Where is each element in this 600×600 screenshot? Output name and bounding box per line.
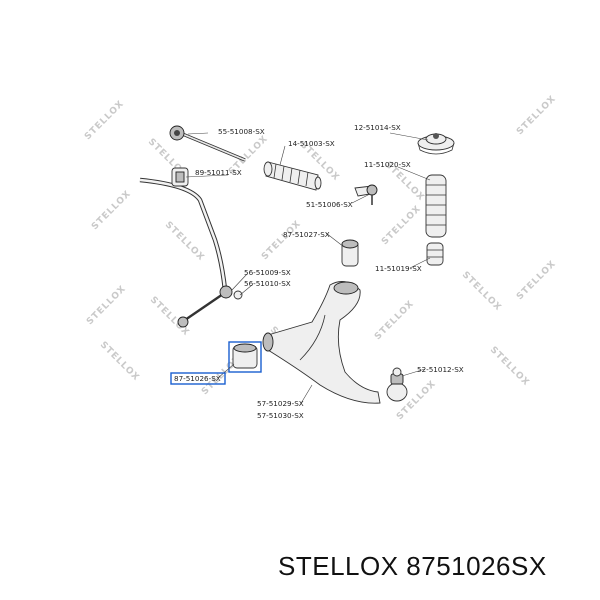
control-arm-part [262, 281, 381, 404]
label-52-51012: 52-51012-SX [417, 365, 464, 374]
watermark-text: STELLOX [373, 299, 416, 342]
label-14-51003: 14-51003-SX [288, 139, 335, 148]
label-12-51014: 12-51014-SX [354, 123, 401, 132]
watermark-text: STELLOX [163, 220, 206, 263]
label-55-51008: 55-51008-SX [218, 127, 265, 136]
strut-mount-part [417, 133, 455, 155]
part-number: 8751026SX [406, 551, 547, 581]
watermark-text: STELLOX [515, 94, 558, 137]
watermark-text: STELLOX [380, 204, 423, 247]
ball-joint-part [386, 367, 408, 402]
bump-stop-part [426, 242, 444, 266]
label-11-51020: 11-51020-SX [364, 160, 411, 169]
strut-boot-part [425, 174, 447, 238]
watermark-text: STELLOX [488, 345, 531, 388]
tie-rod-part [169, 125, 246, 162]
arm-bushing-rear-part [341, 239, 359, 267]
label-51-51006: 51-51006-SX [306, 200, 353, 209]
label-87-51026: 87-51026-SX [174, 374, 221, 383]
product-caption: STELLOX 8751026SX [278, 551, 547, 582]
label-89-51011: 89-51011-SX [195, 168, 242, 177]
label-87-51027: 87-51027-SX [283, 230, 330, 239]
highlight-label-frame [170, 372, 226, 385]
leader-lines [185, 132, 431, 406]
label-11-51019: 11-51019-SX [375, 264, 422, 273]
label-56-51010: 56-51010-SX [244, 279, 291, 288]
steering-boot-part [263, 161, 322, 191]
watermark-text: STELLOX [260, 219, 303, 262]
highlighted-bushing-part [228, 341, 262, 373]
watermark-text: STELLOX [148, 295, 191, 338]
watermark-text: STELLOX [90, 189, 133, 232]
stabilizer-link-part [177, 285, 243, 328]
label-56-51009: 56-51009-SX [244, 268, 291, 277]
label-57-51029: 57-51029-SX [257, 399, 304, 408]
watermark-text: STELLOX [83, 99, 126, 142]
stabilizer-bar-part [139, 167, 228, 291]
label-57-51030: 57-51030-SX [257, 411, 304, 420]
brand-name: STELLOX [278, 551, 399, 581]
watermark-text: STELLOX [515, 259, 558, 302]
part-labels: 55-51008-SX 14-51003-SX 12-51014-SX 89-5… [174, 123, 464, 420]
watermark-text: STELLOX [98, 340, 141, 383]
tie-rod-end-part [354, 184, 378, 205]
watermark-text: STELLOX [460, 270, 503, 313]
watermark-text: STELLOX [85, 284, 128, 327]
